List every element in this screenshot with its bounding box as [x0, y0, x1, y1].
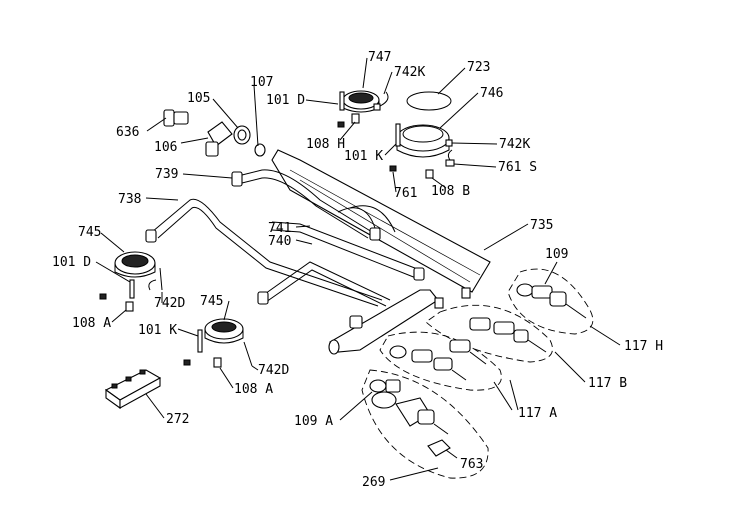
label-738: 738 [118, 192, 141, 207]
electrode-101k-right [389, 123, 401, 172]
spark-module-272 [104, 369, 162, 410]
label-746: 746 [480, 86, 503, 101]
label-742d-left: 742D [154, 296, 185, 311]
label-745-left: 745 [78, 225, 101, 240]
burner-745-mid [204, 318, 244, 344]
screw-108a-mid [213, 357, 222, 368]
label-108h: 108 H [306, 137, 345, 152]
screw-108h [351, 113, 360, 124]
label-117a: 117 A [518, 406, 557, 421]
gas-tube-741 [271, 221, 425, 281]
label-101k-right: 101 K [344, 149, 383, 164]
fitting-636 [163, 109, 189, 127]
valve-group-117b [425, 304, 553, 363]
washer-107 [254, 143, 266, 157]
label-742d-mid: 742D [258, 363, 289, 378]
label-723: 723 [467, 60, 490, 75]
electrode-101d-left [99, 279, 135, 300]
label-106: 106 [154, 140, 177, 155]
screw-108a-left [125, 301, 134, 312]
thermocouple-742d-left [148, 267, 163, 291]
nut-105 [233, 125, 251, 145]
manifold-pipe-735 [271, 149, 491, 355]
label-109a: 109 A [294, 414, 333, 429]
thermocouple-742k-right [445, 139, 453, 147]
label-117h: 117 H [624, 339, 663, 354]
screw-108b [425, 169, 434, 179]
electrode-101d-top [337, 91, 345, 128]
thermocouple-742d-mid [243, 341, 253, 367]
label-107: 107 [250, 75, 273, 90]
label-742k-right: 742K [499, 137, 530, 152]
valve-group-117a [379, 331, 502, 391]
igniter-763 [427, 439, 451, 457]
label-739: 739 [155, 167, 178, 182]
gasket-723 [406, 91, 452, 111]
gas-tube-738 [145, 198, 383, 307]
part-labels: 636 105 107 106 101 D 747 742K 723 746 1… [52, 50, 663, 490]
label-108b: 108 B [431, 184, 470, 199]
label-108a-mid: 108 A [234, 382, 273, 397]
label-101d-left: 101 D [52, 255, 91, 270]
label-741: 741 [268, 221, 291, 236]
gas-tube-740 [257, 261, 391, 329]
label-735: 735 [530, 218, 553, 233]
label-272: 272 [166, 412, 189, 427]
label-101d-top: 101 D [266, 93, 305, 108]
burner-746 [396, 124, 450, 158]
label-747: 747 [368, 50, 391, 65]
label-105: 105 [187, 91, 210, 106]
label-101k-mid: 101 K [138, 323, 177, 338]
leader-lines [95, 57, 621, 481]
label-740: 740 [268, 234, 291, 249]
label-269: 269 [362, 475, 385, 490]
label-761s: 761 S [498, 160, 537, 175]
burner-745-left [114, 251, 156, 278]
thermocouple-742k-top [373, 91, 389, 111]
label-745-mid: 745 [200, 294, 223, 309]
clip-761s [445, 149, 455, 167]
valve-group-117h [507, 268, 594, 335]
label-109: 109 [545, 247, 568, 262]
elbow-106 [205, 121, 233, 157]
electrode-101k-mid [183, 329, 203, 366]
label-763: 763 [460, 457, 483, 472]
label-636: 636 [116, 125, 139, 140]
label-108a-left: 108 A [72, 316, 111, 331]
label-117b: 117 B [588, 376, 627, 391]
label-761: 761 [394, 186, 417, 201]
label-742k-top: 742K [394, 65, 425, 80]
gas-tube-739 [231, 169, 381, 241]
valve-group-269 [361, 369, 489, 479]
